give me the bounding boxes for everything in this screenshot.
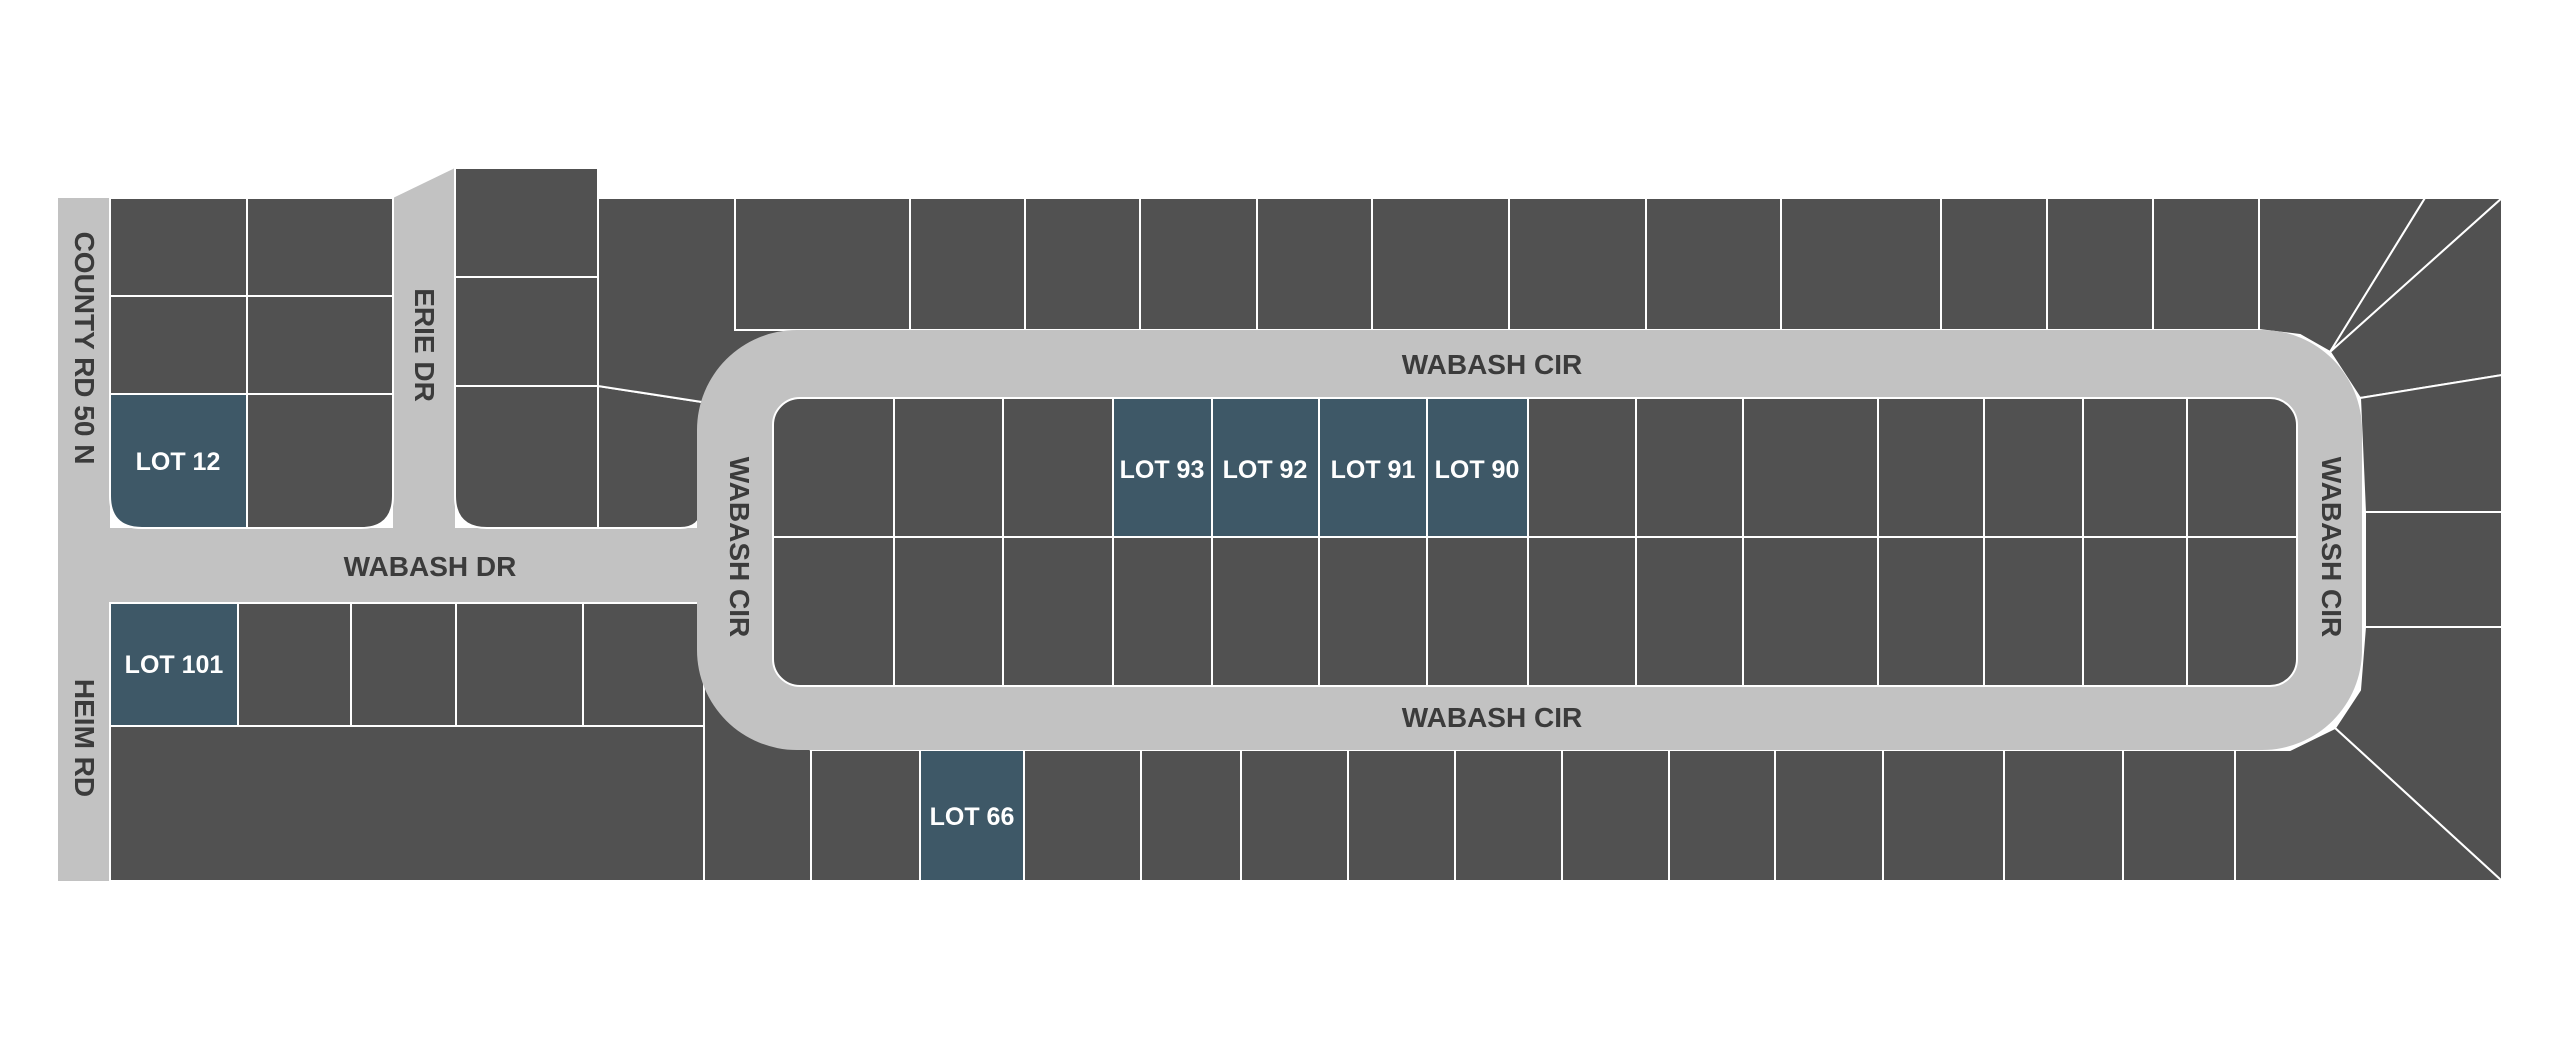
lot-92[interactable]: [1211, 397, 1320, 538]
lot-parcel: [350, 602, 457, 727]
street-label-county-rd-50-n: COUNTY RD 50 N: [69, 232, 100, 465]
lot-parcel: [2122, 749, 2236, 882]
lot-parcel: [597, 384, 703, 529]
lot-parcel: [109, 725, 705, 882]
lot-parcel: [1454, 749, 1563, 882]
lot-parcel: [455, 602, 584, 727]
lot-parcel: [1940, 197, 2048, 331]
lot-parcel: [1774, 749, 1884, 882]
lot-parcel: [1561, 749, 1670, 882]
lot-66[interactable]: [919, 749, 1025, 882]
lot-parcel: [2358, 373, 2503, 513]
lot-91[interactable]: [1318, 397, 1428, 538]
lot-parcel: [1508, 197, 1647, 331]
lot-parcel: [772, 536, 895, 687]
lot-parcel: [1780, 197, 1942, 331]
lot-parcel: [1527, 536, 1637, 687]
lot-parcel: [734, 197, 911, 331]
lot-93[interactable]: [1112, 397, 1213, 538]
lot-parcel: [237, 602, 352, 727]
lot-parcel: [246, 295, 394, 395]
lot-parcel: [1527, 397, 1637, 538]
lot-parcel: [246, 197, 394, 297]
lot-parcel: [2152, 197, 2260, 331]
lot-parcel: [1024, 197, 1141, 331]
lot-parcel: [2258, 197, 2427, 354]
lot-parcel: [2234, 726, 2505, 882]
lot-parcel: [1983, 536, 2084, 687]
lot-parcel: [1002, 397, 1114, 538]
lot-parcel: [893, 397, 1004, 538]
lot-parcel: [1140, 749, 1242, 882]
lot-parcel: [109, 197, 248, 297]
lot-101[interactable]: [109, 602, 239, 727]
lot-parcel: [1635, 397, 1744, 538]
lot-12[interactable]: [109, 393, 248, 529]
lot-parcel: [1877, 397, 1985, 538]
lot-parcel: [2082, 397, 2188, 538]
lot-parcel: [893, 536, 1004, 687]
lot-parcel: [1882, 749, 2005, 882]
lot-parcel: [2186, 397, 2298, 538]
wabash-dr-road: [58, 528, 758, 603]
lot-parcel: [1139, 197, 1258, 331]
lot-parcel: [1645, 197, 1782, 331]
lot-parcel: [1112, 536, 1213, 687]
street-label-heim-rd: HEIM RD: [69, 679, 100, 797]
lot-90[interactable]: [1426, 397, 1529, 538]
street-label-erie-dr: ERIE DR: [409, 288, 440, 402]
lot-parcel: [1023, 749, 1142, 882]
lot-parcel: [772, 397, 895, 538]
lot-parcel: [1426, 536, 1529, 687]
lot-parcel: [1635, 536, 1744, 687]
lot-parcel: [1371, 197, 1510, 331]
lot-parcel: [2082, 536, 2188, 687]
street-label-wabash-cir-top: WABASH CIR: [1402, 349, 1582, 380]
lot-parcel: [810, 749, 921, 882]
street-label-wabash-cir-bottom: WABASH CIR: [1402, 702, 1582, 733]
lot-parcel: [2364, 511, 2503, 628]
street-label-wabash-dr: WABASH DR: [344, 551, 517, 582]
lot-parcel: [1318, 536, 1428, 687]
street-label-wabash-cir-left: WABASH CIR: [724, 457, 755, 637]
lot-parcel: [1742, 397, 1879, 538]
lot-parcel: [1240, 749, 1349, 882]
street-label-wabash-cir-right: WABASH CIR: [2316, 457, 2347, 637]
lot-parcel: [454, 385, 599, 529]
lot-parcel: [2186, 536, 2298, 687]
lot-parcel: [1002, 536, 1114, 687]
lot-parcel: [1256, 197, 1373, 331]
lot-parcel: [582, 602, 705, 727]
lot-parcel: [909, 197, 1026, 331]
lot-parcel: [246, 393, 394, 529]
lot-parcel: [1983, 397, 2084, 538]
wabash-cir-road: [697, 330, 2362, 750]
lot-parcel: [454, 276, 599, 387]
lot-parcel: [1668, 749, 1776, 882]
lot-parcel: [1211, 536, 1320, 687]
lot-parcel: [109, 295, 248, 395]
erie-dr-road: [393, 168, 455, 530]
lot-parcel: [1742, 536, 1879, 687]
lot-parcel: [1877, 536, 1985, 687]
lot-parcel: [454, 167, 599, 278]
lot-parcel: [2046, 197, 2154, 331]
lot-parcel: [1347, 749, 1456, 882]
lot-parcel: [2003, 749, 2124, 882]
